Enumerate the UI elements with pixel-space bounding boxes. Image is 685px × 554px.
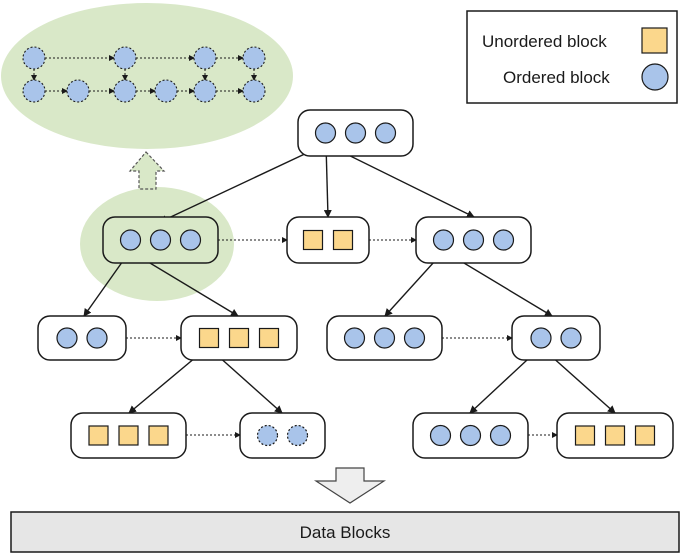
level1-node-1 [286,216,370,264]
detail-ordered-block-icon [113,79,137,103]
level2-node-3-frame [511,315,601,361]
level2-node-0-frame [37,315,127,361]
detail-ordered-block-icon [193,79,217,103]
root-node-0 [297,109,414,157]
ordered-block-icon [560,327,582,349]
ordered-block-icon [179,229,202,251]
ordered-block-icon [314,122,337,144]
level2-node-0 [37,315,127,361]
unordered-block-icon [118,425,139,446]
unordered-block-icon [228,327,250,349]
level3-node-3 [556,412,674,459]
legend-unordered-swatch [641,27,668,54]
ordered-block-icon [530,327,552,349]
unordered-block-icon [148,425,169,446]
level1-node-1-frame [286,216,370,264]
detail-ordered-block-icon [193,46,217,70]
level2-node-2 [326,315,443,361]
ordered-block-icon [492,229,515,251]
expand-arrow-icon [128,151,166,190]
unordered-block-icon [574,425,596,446]
ordered-block-icon [343,327,366,349]
ordered-block-icon [256,424,279,447]
detail-view-highlight [1,3,293,149]
unordered-block-icon [302,229,324,251]
level2-node-3 [511,315,601,361]
edge-root-l1-0 [159,143,327,223]
unordered-block-icon [332,229,354,251]
level2-node-1 [180,315,298,361]
ordered-block-icon [432,229,455,251]
unordered-block-icon [88,425,109,446]
detail-ordered-block-icon [66,79,90,103]
legend: Unordered block Ordered block [466,10,678,104]
ordered-block-icon [374,122,397,144]
ordered-block-icon [429,424,452,447]
detail-ordered-block-icon [242,46,266,70]
level3-node-1-frame [239,412,326,459]
level3-node-1 [239,412,326,459]
ordered-block-icon [286,424,309,447]
ordered-block-icon [119,229,142,251]
level3-node-2 [412,412,529,459]
level1-node-0 [102,216,219,264]
unordered-block-icon [198,327,220,349]
ordered-block-icon [344,122,367,144]
detail-ordered-block-icon [113,46,137,70]
legend-box [466,10,678,104]
detail-view [22,46,266,103]
down-arrow-icon [313,467,387,504]
unordered-block-icon [634,425,656,446]
ordered-block-icon [459,424,482,447]
level1-node-2 [415,216,532,264]
legend-ordered-swatch [641,63,669,91]
unordered-block-icon [604,425,626,446]
ordered-block-icon [149,229,172,251]
level3-node-0 [70,412,187,459]
ordered-block-icon [373,327,396,349]
detail-ordered-block-icon [154,79,178,103]
ordered-block-icon [462,229,485,251]
ordered-block-icon [403,327,426,349]
legend-unordered-label: Unordered block [482,32,607,51]
ordered-block-icon [86,327,108,349]
data-blocks-bar [10,511,680,553]
legend-ordered-label: Ordered block [503,68,610,87]
unordered-block-icon [258,327,280,349]
data-blocks-label: Data Blocks [300,523,391,542]
tree-nodes [37,109,674,459]
detail-ordered-block-icon [22,46,46,70]
ordered-block-icon [56,327,78,349]
ordered-block-icon [489,424,512,447]
detail-ordered-block-icon [242,79,266,103]
detail-ordered-block-icon [22,79,46,103]
